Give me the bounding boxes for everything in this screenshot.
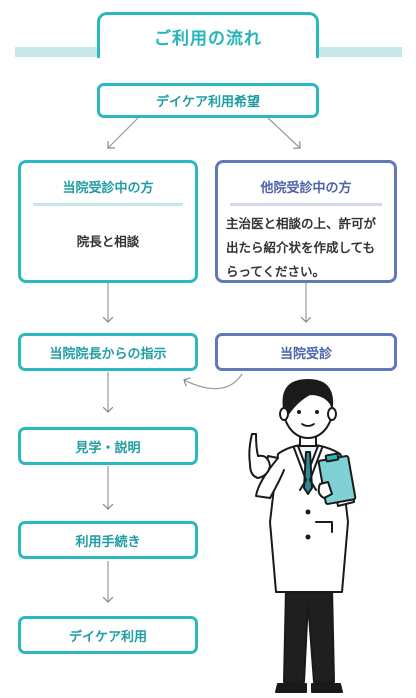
arrow-start-right — [267, 117, 300, 148]
page-title: ご利用の流れ — [97, 12, 319, 58]
right-branch-box: 他院受診中の方 主治医と相談の上、許可が出たら紹介状を作成してもらってください。 — [215, 160, 397, 283]
step-tour-explanation: 見学・説明 — [18, 427, 198, 465]
doctor-illustration — [248, 379, 357, 693]
step-procedure: 利用手続き — [18, 521, 198, 559]
title-band-right — [316, 47, 402, 57]
start-box: デイケア利用希望 — [97, 83, 319, 118]
step-daycare-use: デイケア利用 — [18, 616, 198, 654]
right-step-visit: 当院受診 — [215, 333, 397, 371]
left-branch-box: 当院受診中の方 院長と相談 — [18, 160, 198, 283]
step-director-instruction: 当院院長からの指示 — [18, 333, 198, 371]
right-branch-rule — [230, 203, 382, 206]
right-branch-heading: 他院受診中の方 — [260, 181, 352, 196]
left-branch-rule — [33, 203, 183, 206]
arrow-curve — [184, 373, 243, 390]
left-branch-heading: 当院受診中の方 — [62, 181, 154, 196]
title-band-left — [15, 47, 101, 57]
arrow-start-left — [108, 117, 139, 148]
right-branch-body: 主治医と相談の上、許可が出たら紹介状を作成してもらってください。 — [226, 216, 377, 279]
left-branch-body: 院長と相談 — [76, 234, 140, 249]
